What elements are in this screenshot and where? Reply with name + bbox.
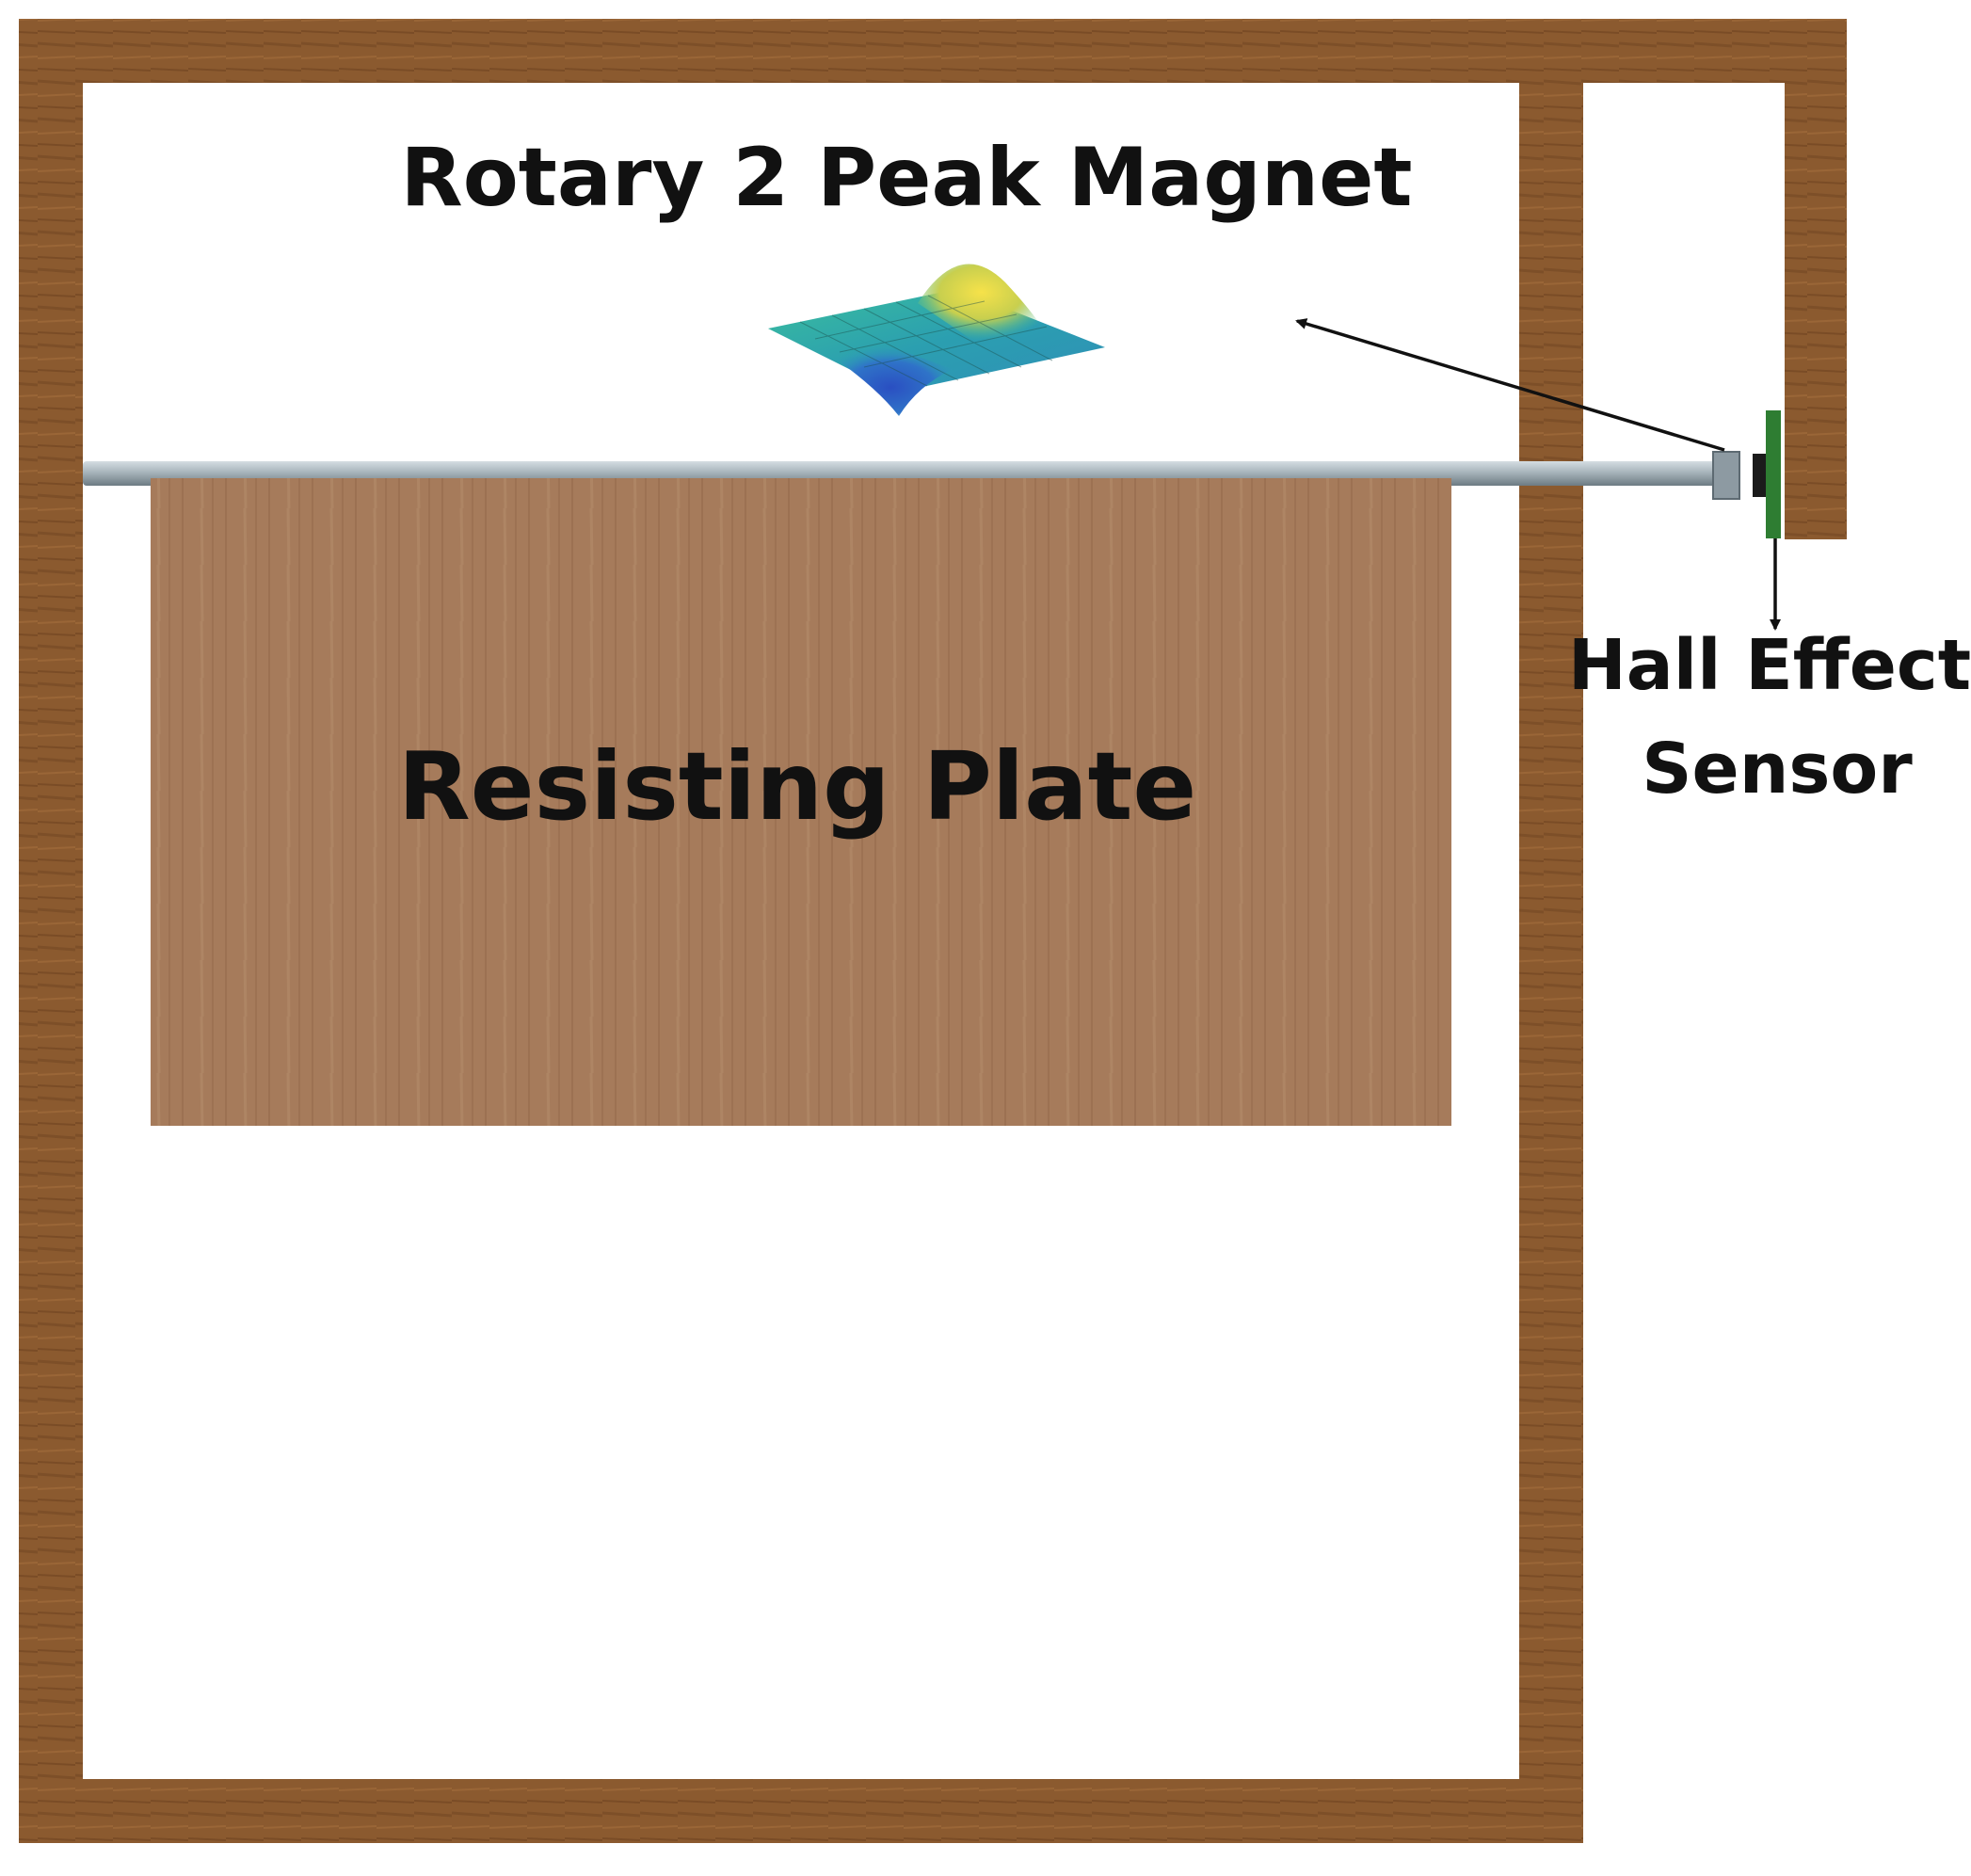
resisting-plate	[151, 478, 1451, 1126]
plate-label: Resisting Plate	[398, 731, 1197, 842]
hall-sensor-icon	[1753, 410, 1781, 538]
two-peak-surface-icon	[768, 264, 1105, 416]
magnet-pointer-arrow	[1295, 318, 1725, 452]
magnet-label: Rotary 2 Peak Magnet	[401, 131, 1413, 225]
annotation-arrows	[1295, 318, 1781, 631]
sensor-label-line2: Sensor	[1642, 729, 1913, 810]
sensor-label-line1: Hall Effect	[1568, 625, 1971, 706]
